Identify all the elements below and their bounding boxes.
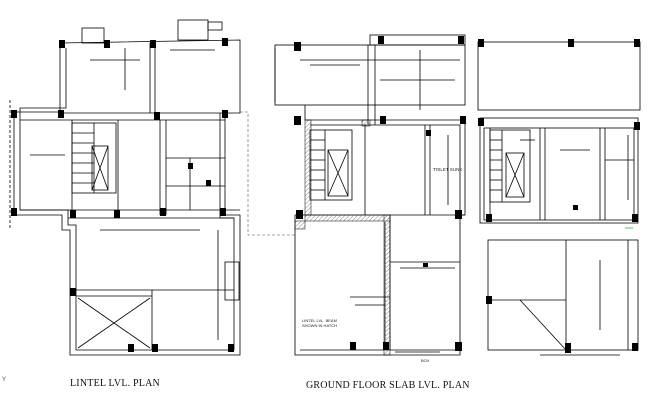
toilet-sunk-label: TOILET SUNK (433, 167, 463, 172)
third-plan (477, 41, 641, 356)
small-box-label: BOX (421, 358, 430, 363)
lintel-plan-caption: LINTEL LVL. PLAN (70, 378, 160, 389)
lintel-beam-note-line1: LINTEL LVL. BEAM (302, 318, 337, 323)
lintel-plan (9, 19, 241, 356)
ground-columns (294, 36, 466, 351)
lintel-beam-note-line2: SHOWN IN HATCH (302, 323, 338, 328)
axis-mark: Y (2, 377, 7, 383)
ground-plan-caption: GROUND FLOOR SLAB LVL. PLAN (306, 380, 470, 391)
ground-floor-plan (274, 34, 466, 356)
lintel-columns (11, 38, 234, 352)
dashed-connector (240, 111, 296, 236)
third-columns (478, 39, 640, 353)
lintel-beam-note: LINTEL LVL. BEAM SHOWN IN HATCH (302, 318, 337, 328)
hatched-lintel-beams (294, 119, 391, 356)
